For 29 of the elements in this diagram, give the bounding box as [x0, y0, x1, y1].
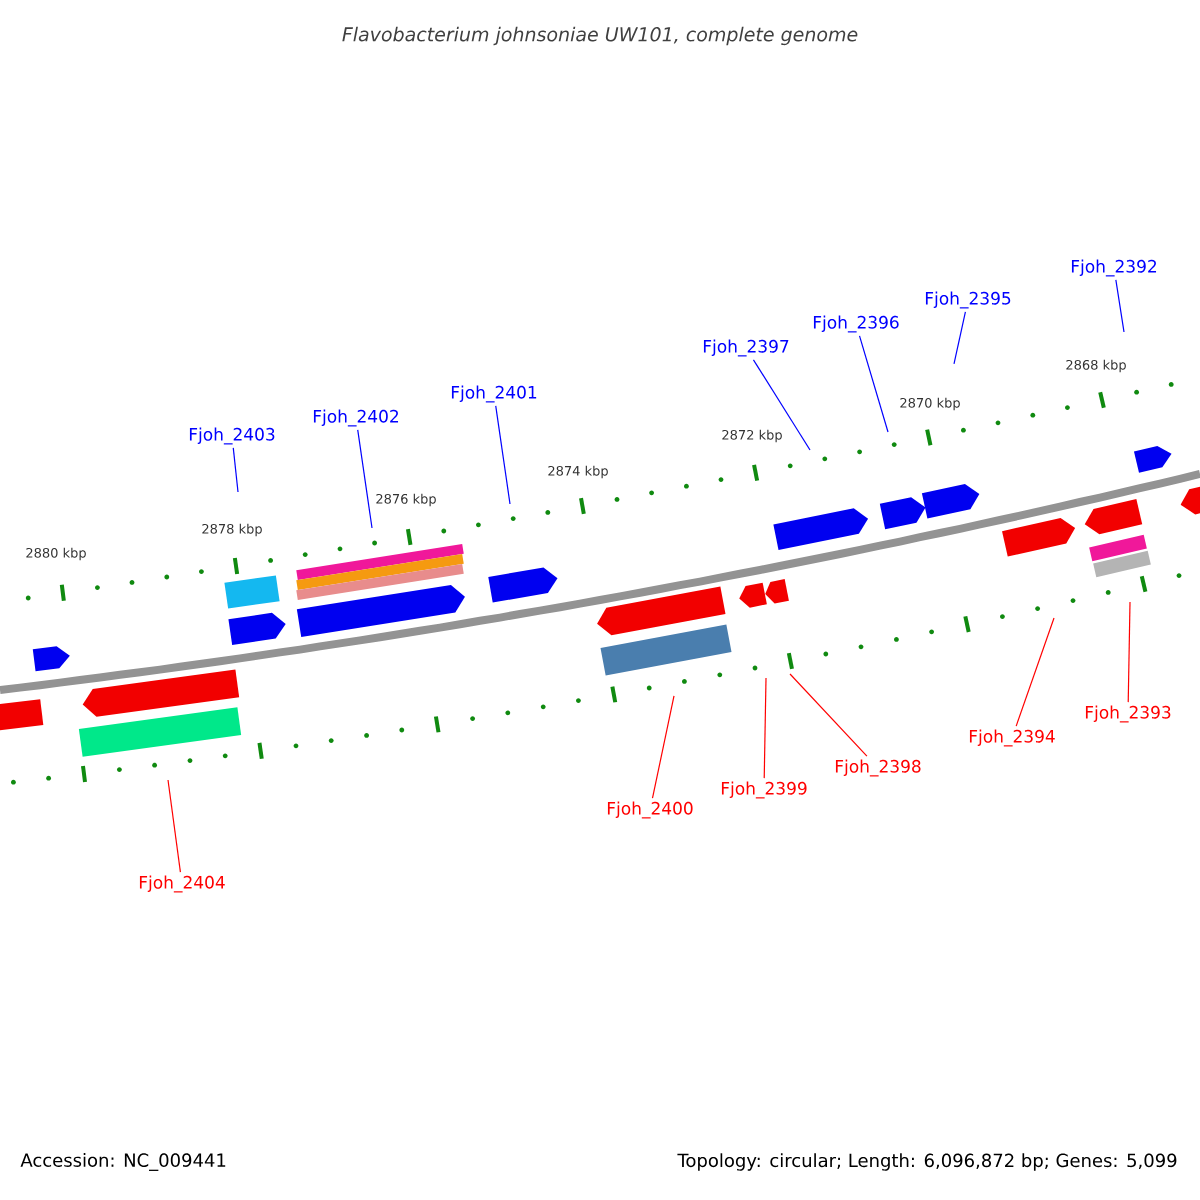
- leader-line: [789, 673, 868, 757]
- footer-text: Topology: circular; Length: 6,096,872 bp; Genes: 5,099: [677, 1153, 1177, 1171]
- footer-text: Accession: NC_009441: [20, 1153, 226, 1171]
- gene-label: Fjoh_2396: [813, 315, 899, 333]
- gene-label: Fjoh_2394: [969, 729, 1055, 747]
- leader-line: [232, 447, 239, 493]
- leader-line: [651, 695, 675, 799]
- leader-line: [858, 335, 889, 433]
- gene-label: Fjoh_2399: [721, 781, 807, 799]
- leader-line: [752, 359, 811, 451]
- gene-label: Fjoh_2395: [925, 291, 1011, 309]
- leader-line: [167, 779, 181, 873]
- gene-label: Fjoh_2400: [607, 801, 693, 819]
- gene-label: Fjoh_2393: [1085, 705, 1171, 723]
- leader-line: [357, 429, 373, 529]
- gene-label: Fjoh_2402: [313, 409, 399, 427]
- title: Flavobacterium johnsoniae UW101, complete genome: [342, 26, 858, 46]
- gene-label: Fjoh_2404: [139, 875, 225, 893]
- leader-line: [495, 405, 511, 505]
- gene-label: Fjoh_2403: [189, 427, 275, 445]
- gene-label: Fjoh_2401: [451, 385, 537, 403]
- leader-line: [953, 311, 966, 365]
- leader-line: [1115, 279, 1125, 333]
- leader-line: [763, 677, 767, 779]
- gene-label: Fjoh_2398: [835, 759, 921, 777]
- leader-line: [1127, 601, 1131, 703]
- leader-line: [1015, 617, 1055, 727]
- gene-label: Fjoh_2392: [1071, 259, 1157, 277]
- gene-label: Fjoh_2397: [703, 339, 789, 357]
